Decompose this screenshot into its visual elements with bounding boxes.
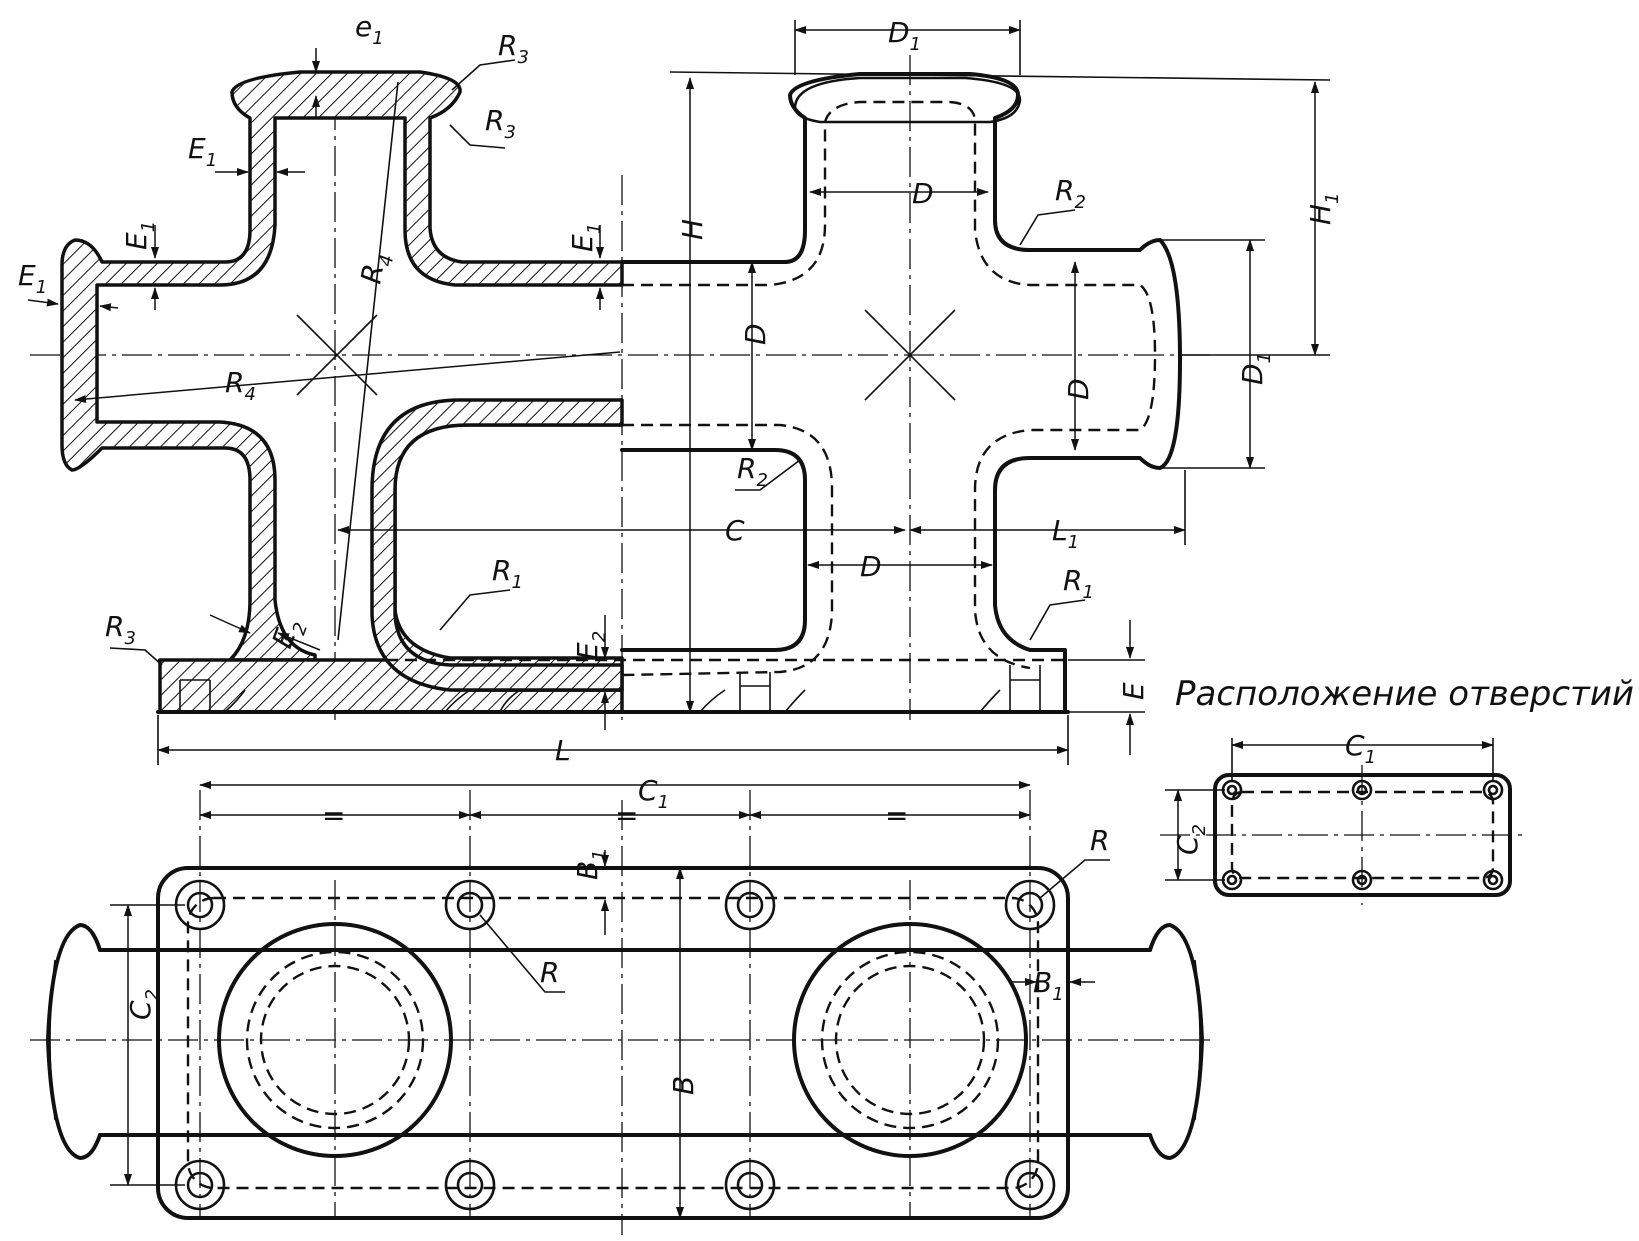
label-B1-a: B1 [571, 849, 610, 880]
bolt-hole [1004, 1159, 1056, 1211]
label-R1-b: R1 [1063, 564, 1094, 603]
inset-holes [1221, 779, 1504, 891]
right-post-outline [620, 72, 1182, 714]
label-R3-a: R3 [498, 29, 529, 68]
tube-end-left [46, 923, 102, 1160]
base-plate-plan [156, 866, 1070, 1220]
bolt-hole [1004, 879, 1056, 931]
label-equal-3: = [885, 799, 908, 832]
label-D-vertical-left: D [739, 323, 772, 345]
bolt-hole [444, 1159, 496, 1211]
base-plate-inner-hidden [186, 896, 1040, 1190]
cross-mark-right [864, 309, 956, 401]
label-E1-c: E1 [566, 223, 605, 252]
label-e1: e1 [355, 10, 384, 49]
label-R3-b: R3 [485, 104, 516, 143]
post-head-left [217, 922, 453, 1158]
hidden-lines-lower-loop [621, 423, 834, 677]
label-L: L [555, 734, 571, 767]
label-R-b: R [1090, 824, 1109, 857]
label-C2: C2 [124, 989, 163, 1020]
label-R4-a: R4 [354, 250, 398, 287]
label-R1-a: R1 [492, 554, 523, 593]
label-D1-top: D1 [888, 16, 921, 55]
label-D-vertical-right: D [1062, 378, 1095, 400]
label-R3-c: R3 [105, 610, 136, 649]
label-R4-b: R4 [225, 366, 256, 405]
label-E1-d: E1 [18, 259, 47, 298]
section-left-post-wall-left [60, 70, 624, 662]
label-H1: H1 [1304, 192, 1343, 225]
front-view [30, 55, 1210, 720]
tube-body-plan [98, 948, 1152, 1137]
label-E1-b: E1 [120, 221, 159, 250]
bolt-hole [724, 879, 776, 931]
hole-layout-inset: Расположение отверстий C1 C2 [1160, 674, 1634, 905]
bollard-right-cap-top [793, 76, 1022, 124]
post-head-right [792, 922, 1028, 1158]
front-view-dimensions: D1 D H H1 D1 D D C L1 D L [18, 10, 1343, 767]
label-inset-C2: C2 [1171, 824, 1210, 855]
label-R2-a: R2 [1055, 174, 1086, 213]
label-B: B [667, 1076, 700, 1095]
label-E1-a: E1 [188, 132, 217, 171]
label-equal-1: = [322, 799, 345, 832]
label-C1: C1 [638, 774, 669, 813]
inset-caption: Расположение отверстий [1175, 674, 1634, 714]
label-D-top: D [912, 177, 934, 210]
bolt-holes [174, 879, 1056, 1211]
label-E: E [1117, 682, 1150, 700]
label-inset-C1: C1 [1345, 729, 1376, 768]
bolt-hole [444, 879, 496, 931]
label-H: H [676, 219, 709, 240]
lower-loop-right-outline [620, 448, 807, 652]
bolt-hole [724, 1159, 776, 1211]
label-E2-a: E2 [571, 631, 610, 660]
tube-end-right [1148, 923, 1204, 1160]
hidden-lines-right-post [622, 100, 1157, 670]
label-D-mid: D [860, 550, 882, 583]
label-L1: L1 [1052, 514, 1079, 553]
label-D1-right: D1 [1236, 352, 1275, 385]
label-R2-b: R2 [737, 452, 768, 491]
label-C: C [725, 514, 745, 547]
label-R-a: R [540, 956, 559, 989]
plan-view [30, 790, 1210, 1235]
label-B1-b: B1 [1033, 966, 1064, 1005]
plan-view-dimensions: C1 = = = C2 B B1 B1 R R [110, 774, 1110, 1219]
base-ribs [179, 665, 1041, 713]
label-equal-2: = [615, 799, 638, 832]
cross-mark-left [296, 314, 378, 396]
